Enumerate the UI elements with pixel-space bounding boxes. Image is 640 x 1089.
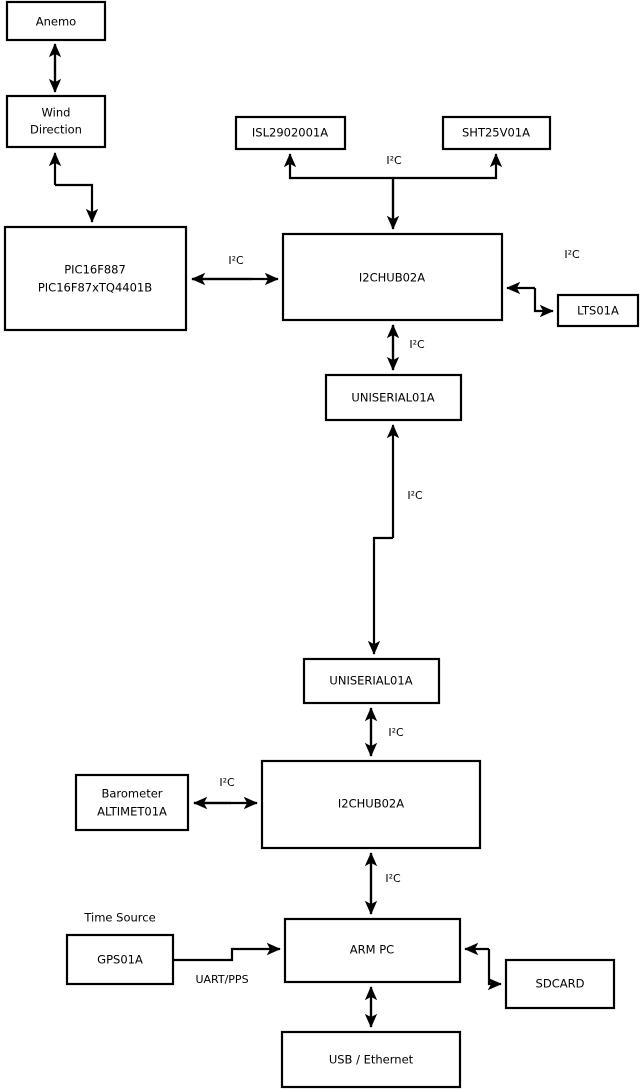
node-sht25v01a[interactable]: SHT25V01A xyxy=(441,115,552,151)
link-gps-armpc xyxy=(173,942,281,962)
link-wind-pic xyxy=(48,152,99,223)
edge-label-pic-hub: I²C xyxy=(228,254,244,267)
node-wind-direction[interactable]: Wind Direction xyxy=(5,94,107,149)
edge-label-hub-armpc: I²C xyxy=(385,872,401,885)
node-i2chub02a-top[interactable]: I2CHUB02A xyxy=(281,232,504,322)
node-isl2902001a-label: ISL2902001A xyxy=(252,126,328,140)
node-uniserial01a-top[interactable]: UNISERIAL01A xyxy=(324,373,463,422)
edge-label-uart-pps: UART/PPS xyxy=(195,973,248,986)
link-uniserial-uniserial xyxy=(367,424,400,655)
node-uniserial01a-top-label: UNISERIAL01A xyxy=(351,391,434,405)
node-sht25v01a-label: SHT25V01A xyxy=(462,126,530,140)
node-uniserial01a-bottom[interactable]: UNISERIAL01A xyxy=(302,657,441,705)
node-sdcard-label: SDCARD xyxy=(536,977,585,991)
node-lts01a-label: LTS01A xyxy=(577,304,619,318)
node-lts01a[interactable]: LTS01A xyxy=(556,293,640,328)
node-isl2902001a[interactable]: ISL2902001A xyxy=(234,115,347,151)
node-sdcard[interactable]: SDCARD xyxy=(504,958,616,1010)
node-anemo-label: Anemo xyxy=(36,15,76,29)
node-i2chub02a-top-label: I2CHUB02A xyxy=(359,271,425,285)
node-anemo[interactable]: Anemo xyxy=(5,0,107,42)
node-wind-direction-label-2: Direction xyxy=(30,123,82,137)
node-arm-pc-label: ARM PC xyxy=(350,943,394,957)
node-uniserial01a-bottom-label: UNISERIAL01A xyxy=(329,674,412,688)
node-usb-ethernet[interactable]: USB / Ethernet xyxy=(280,1030,462,1089)
node-gps01a-label: GPS01A xyxy=(97,953,143,967)
link-armpc-sdcard xyxy=(464,942,502,991)
node-wind-direction-label-1: Wind xyxy=(42,106,71,120)
link-hubtop-lts xyxy=(506,281,554,318)
node-arm-pc[interactable]: ARM PC xyxy=(283,917,462,984)
node-pic-label-2: PIC16F87xTQ4401B xyxy=(38,281,152,295)
node-barometer-label-1: Barometer xyxy=(101,787,162,801)
node-pic[interactable]: PIC16F887 PIC16F87xTQ4401B xyxy=(3,225,188,332)
edge-label-uniserial-link: I²C xyxy=(407,489,423,502)
edge-label-barometer-hub: I²C xyxy=(219,776,235,789)
edge-label-hub-lts: I²C xyxy=(564,248,580,261)
node-gps01a[interactable]: GPS01A xyxy=(65,933,175,986)
edge-label-hub-top-fanout: I²C xyxy=(386,154,402,167)
node-pic-label-1: PIC16F887 xyxy=(64,263,126,277)
node-i2chub02a-bottom[interactable]: I2CHUB02A xyxy=(260,759,482,850)
node-barometer[interactable]: Barometer ALTIMET01A xyxy=(74,773,190,832)
node-usb-ethernet-label: USB / Ethernet xyxy=(329,1053,414,1067)
node-barometer-label-2: ALTIMET01A xyxy=(97,805,167,819)
link-hubtop-fanout xyxy=(283,153,503,230)
node-i2chub02a-bottom-label: I2CHUB02A xyxy=(338,797,404,811)
edge-label-uniserial-hub-bot: I²C xyxy=(388,726,404,739)
edge-label-hub-uniserial: I²C xyxy=(409,338,425,351)
time-source-label: Time Source xyxy=(83,911,155,925)
